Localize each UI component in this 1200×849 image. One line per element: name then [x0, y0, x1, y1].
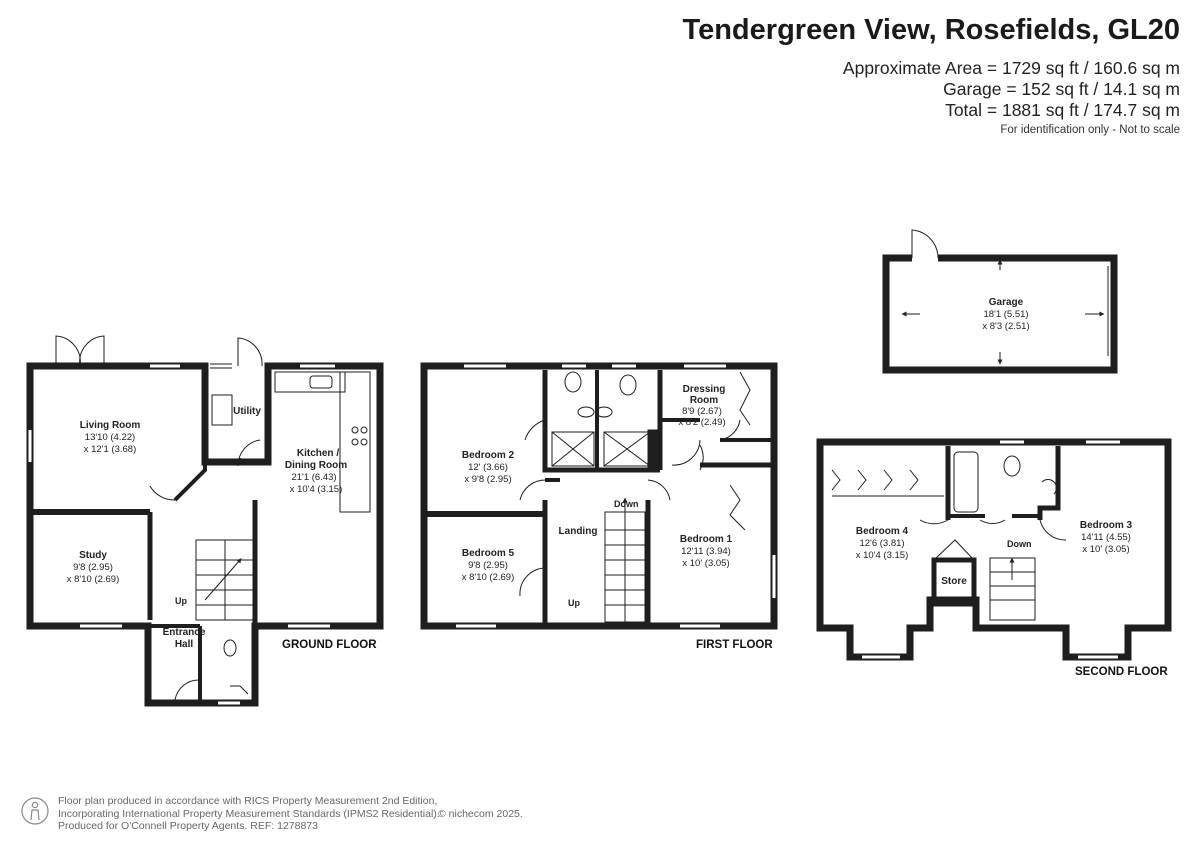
bedroom1-dim1: 12'11 (3.94) — [681, 546, 731, 557]
kitchen-dim1: 21'1 (6.43) — [291, 472, 336, 483]
ground-stairs-up: Up — [175, 596, 187, 606]
garage-area: Garage = 152 sq ft / 14.1 sq m — [943, 79, 1180, 99]
bedroom4-label: Bedroom 4 — [856, 526, 909, 537]
second-floor-labels: Bedroom 4 12'6 (3.81) x 10'4 (3.15) Stor… — [856, 520, 1169, 678]
garage-label: Garage — [989, 297, 1024, 308]
footer-line-3: Produced for O'Connell Property Agents. … — [58, 820, 318, 832]
bedroom2-dim1: 12' (3.66) — [468, 462, 508, 473]
bedroom1-label: Bedroom 1 — [680, 534, 733, 545]
bedroom2-dim2: x 9'8 (2.95) — [464, 474, 511, 485]
kitchen-dim2: x 10'4 (3.15) — [290, 484, 343, 495]
living-room-dim2: x 12'1 (3.68) — [84, 444, 137, 455]
bedroom5-label: Bedroom 5 — [462, 548, 515, 559]
bedroom5-dim2: x 8'10 (2.69) — [462, 572, 515, 583]
dressing-label-1: Dressing — [683, 384, 726, 395]
scale-note: For identification only - Not to scale — [1000, 124, 1180, 136]
garage-dim2: x 8'3 (2.51) — [982, 321, 1029, 332]
first-floor-title: FIRST FLOOR — [696, 639, 773, 651]
living-room-dim1: 13'10 (4.22) — [85, 432, 135, 443]
footer-line-2: Incorporating International Property Mea… — [58, 807, 440, 820]
ground-floor-labels: Living Room 13'10 (4.22) x 12'1 (3.68) U… — [67, 406, 378, 651]
first-stairs-down: Down — [614, 499, 639, 509]
study-dim2: x 8'10 (2.69) — [67, 574, 120, 585]
ground-floor-title: GROUND FLOOR — [282, 639, 377, 651]
kitchen-label-1: Kitchen / — [297, 448, 339, 459]
page-title: Tendergreen View, Rosefields, GL20 — [682, 14, 1180, 46]
bedroom3-dim2: x 10' (3.05) — [1082, 544, 1129, 555]
total-area: Total = 1881 sq ft / 174.7 sq m — [945, 100, 1180, 120]
bedroom2-label: Bedroom 2 — [462, 450, 515, 461]
footer-line-1: Floor plan produced in accordance with R… — [58, 795, 438, 807]
dressing-label-2: Room — [690, 395, 718, 406]
first-floor-labels: Bedroom 2 12' (3.66) x 9'8 (2.95) Dressi… — [462, 384, 774, 651]
dressing-dim1: 8'9 (2.67) — [682, 406, 722, 417]
landing-label: Landing — [559, 526, 598, 537]
bedroom5-dim1: 9'8 (2.95) — [468, 560, 508, 571]
bedroom4-dim2: x 10'4 (3.15) — [856, 550, 909, 561]
second-floor-plan — [816, 438, 1172, 661]
second-floor-title: SECOND FLOOR — [1075, 666, 1168, 678]
ground-floor-plan — [26, 335, 384, 707]
dressing-dim2: x 8'2 (2.49) — [678, 417, 725, 428]
study-label: Study — [79, 550, 107, 561]
footer-text: Floor plan produced in accordance with R… — [58, 795, 440, 833]
bedroom4-dim1: 12'6 (3.81) — [859, 538, 904, 549]
entrance-label-2: Hall — [175, 639, 194, 650]
second-stairs-down: Down — [1007, 539, 1032, 549]
store-label: Store — [941, 576, 967, 587]
approximate-area: Approximate Area = 1729 sq ft / 160.6 sq… — [842, 58, 1180, 78]
person-icon — [21, 797, 49, 825]
entrance-label-1: Entrance — [163, 627, 206, 638]
garage-plan — [882, 229, 1118, 374]
kitchen-label-2: Dining Room — [285, 460, 347, 471]
first-stairs-up: Up — [568, 598, 580, 608]
first-floor-plan — [420, 362, 778, 630]
living-room-label: Living Room — [80, 420, 141, 431]
study-dim1: 9'8 (2.95) — [73, 562, 113, 573]
footer-brand: © nichecom 2025. — [438, 808, 523, 820]
bedroom1-dim2: x 10' (3.05) — [682, 558, 729, 569]
bedroom3-dim1: 14'11 (4.55) — [1081, 532, 1131, 543]
utility-label: Utility — [233, 406, 261, 417]
garage-dim1: 18'1 (5.51) — [983, 309, 1028, 320]
bedroom3-label: Bedroom 3 — [1080, 520, 1133, 531]
garage-labels: Garage 18'1 (5.51) x 8'3 (2.51) — [982, 297, 1029, 332]
